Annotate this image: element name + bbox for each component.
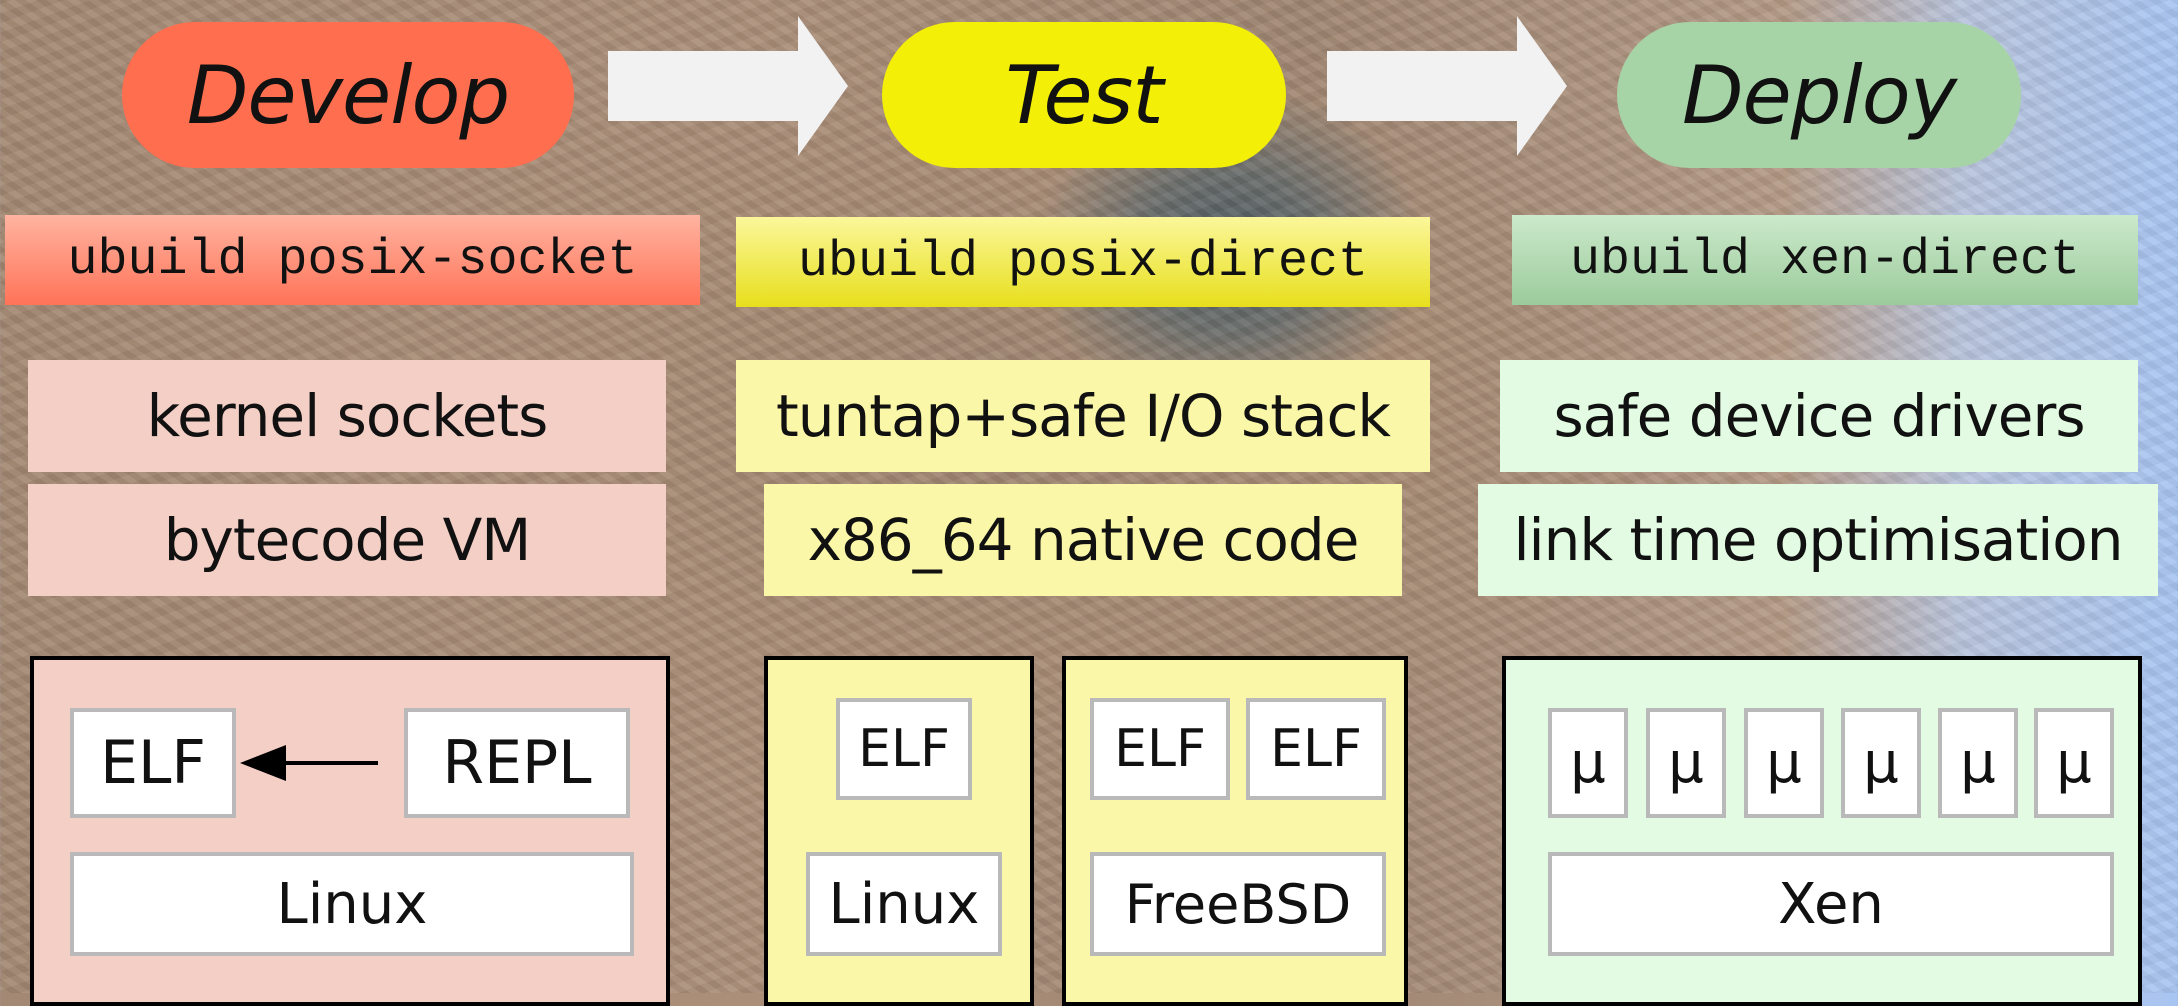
right-arrow-icon	[608, 16, 848, 156]
elf-box: ELF	[1090, 698, 1230, 800]
test-command: ubuild posix-direct	[736, 217, 1430, 307]
unikernel-label: μ	[1766, 730, 1802, 796]
elf-label: ELF	[1270, 719, 1362, 779]
unikernel-box: μ	[1841, 708, 1921, 818]
deploy-feature-1-text: safe device drivers	[1553, 382, 2085, 450]
test-freebsd-panel: ELF ELF FreeBSD	[1062, 656, 1408, 1006]
unikernel-box: μ	[2034, 708, 2114, 818]
unikernel-box: μ	[1548, 708, 1628, 818]
elf-label: ELF	[100, 728, 206, 798]
deploy-feature-2-text: link time optimisation	[1513, 506, 2123, 574]
stage-test-label: Test	[1005, 48, 1163, 142]
develop-feature-2-text: bytecode VM	[163, 506, 532, 574]
develop-platform-panel: ELF REPL Linux	[30, 656, 670, 1006]
unikernel-label: μ	[1668, 730, 1704, 796]
deploy-command-text: ubuild xen-direct	[1569, 231, 2081, 289]
test-feature-1-text: tuntap+safe I/O stack	[776, 382, 1391, 450]
deploy-platform-panel: μ μ μ μ μ μ Xen	[1502, 656, 2142, 1006]
test-feature-2: x86_64 native code	[764, 484, 1402, 596]
freebsd-label: FreeBSD	[1124, 872, 1352, 936]
linux-box: Linux	[806, 852, 1002, 956]
deploy-feature-1: safe device drivers	[1500, 360, 2138, 472]
right-arrow-icon	[1327, 16, 1567, 156]
unikernel-box: μ	[1744, 708, 1824, 818]
xen-label: Xen	[1778, 871, 1884, 937]
develop-feature-1: kernel sockets	[28, 360, 666, 472]
unikernel-label: μ	[1570, 730, 1606, 796]
linux-label: Linux	[276, 871, 428, 937]
repl-label: REPL	[442, 728, 592, 798]
unikernel-label: μ	[1863, 730, 1899, 796]
unikernel-label: μ	[2056, 730, 2092, 796]
linux-box: Linux	[70, 852, 634, 956]
develop-command: ubuild posix-socket	[5, 215, 700, 305]
left-arrow-icon	[240, 745, 378, 781]
stage-deploy-pill: Deploy	[1617, 22, 2021, 168]
xen-box: Xen	[1548, 852, 2114, 956]
stage-develop-pill: Develop	[122, 22, 574, 168]
test-linux-panel: ELF Linux	[764, 656, 1034, 1006]
unikernel-label: μ	[1960, 730, 1996, 796]
develop-command-text: ubuild posix-socket	[67, 231, 638, 289]
deploy-command: ubuild xen-direct	[1512, 215, 2138, 305]
test-feature-2-text: x86_64 native code	[807, 506, 1360, 574]
elf-box: ELF	[1246, 698, 1386, 800]
stage-test-pill: Test	[882, 22, 1286, 168]
test-command-text: ubuild posix-direct	[797, 233, 1369, 291]
freebsd-box: FreeBSD	[1090, 852, 1386, 956]
repl-box: REPL	[404, 708, 630, 818]
stage-deploy-label: Deploy	[1681, 48, 1957, 142]
elf-box: ELF	[836, 698, 972, 800]
deploy-feature-2: link time optimisation	[1478, 484, 2158, 596]
unikernel-box: μ	[1938, 708, 2018, 818]
unikernel-box: μ	[1646, 708, 1726, 818]
linux-label: Linux	[828, 871, 980, 937]
elf-label: ELF	[858, 719, 950, 779]
develop-feature-2: bytecode VM	[28, 484, 666, 596]
stage-develop-label: Develop	[186, 48, 510, 142]
develop-feature-1-text: kernel sockets	[146, 382, 549, 450]
elf-box: ELF	[70, 708, 236, 818]
elf-label: ELF	[1114, 719, 1206, 779]
test-feature-1: tuntap+safe I/O stack	[736, 360, 1430, 472]
